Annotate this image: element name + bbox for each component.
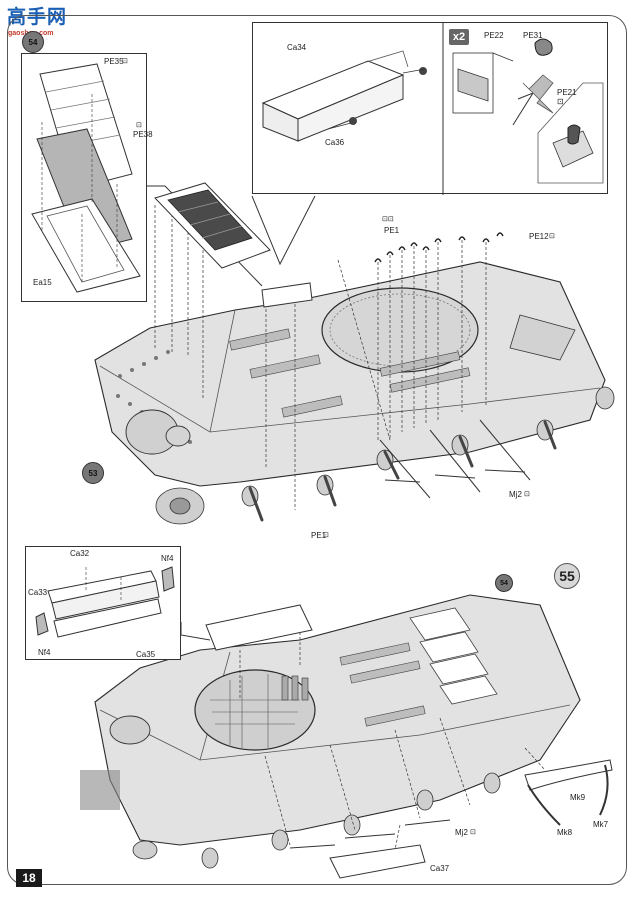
photo-etch-icon: ⊡: [549, 233, 555, 240]
photo-etch-icon: ⊡: [122, 58, 128, 65]
plastic-part-icon: ⊡: [470, 829, 476, 836]
upper-left-inset-drawing: [31, 63, 141, 293]
page-number: 18: [16, 869, 42, 887]
lower-left-inset-drawing: [35, 566, 175, 638]
label-ca33: Ca33: [28, 588, 48, 597]
upper-stowage-box: [261, 282, 313, 308]
label-ca36: Ca36: [325, 138, 345, 147]
upper-rails-mj2: [379, 419, 531, 499]
label-mk8: Mk8: [557, 828, 573, 837]
label-nf4-left: Nf4: [38, 648, 51, 657]
photo-etch-icon: ⊡: [323, 532, 329, 539]
label-mj2-upper: Mj2: [509, 490, 522, 499]
upper-hull: [94, 261, 615, 525]
label-pe1-top: PE1: [384, 226, 400, 235]
label-nf4-right: Nf4: [161, 554, 174, 563]
label-pe12: PE12: [529, 232, 549, 241]
label-pe1-bottom: PE1: [311, 531, 327, 540]
part-mk8: [527, 784, 561, 826]
part-mk9: [524, 759, 613, 791]
louver-cover: [154, 182, 271, 269]
photo-etch-icon: ⊡⊡: [382, 216, 394, 223]
multiplier-badge: x2: [449, 29, 469, 45]
label-pe21: PE21: [557, 88, 577, 97]
ref-step-54: 54: [495, 574, 513, 592]
lower-callout-line: [180, 622, 211, 641]
pe1-clips: [374, 232, 504, 263]
step-55-marker: 55: [554, 563, 580, 589]
right-callout-pointer: [251, 195, 316, 266]
plastic-part-icon: ⊡: [524, 491, 530, 498]
label-pe38: PE38: [133, 130, 153, 139]
label-ca34: Ca34: [287, 43, 307, 52]
lower-left-inset: [25, 546, 181, 660]
step-54-marker: 54: [22, 31, 44, 53]
label-ca35: Ca35: [136, 650, 156, 659]
label-mk9: Mk9: [570, 793, 586, 802]
page-frame: [7, 15, 627, 885]
lower-rails-mj2: [289, 819, 451, 849]
label-pe31: PE31: [523, 31, 543, 40]
label-pe22: PE22: [484, 31, 504, 40]
ref-step-53: 53: [82, 462, 104, 484]
upper-assembly-lines: [154, 205, 487, 510]
lower-stowage-box: [205, 604, 313, 651]
part-ca37: [329, 844, 426, 879]
upper-left-inset: [21, 53, 147, 302]
label-pe35: PE35: [104, 57, 124, 66]
photo-etch-icon: ⊡: [557, 97, 564, 106]
upper-right-inset-drawing: [261, 23, 604, 195]
label-mj2-lower: Mj2: [455, 828, 468, 837]
part-mk7: [599, 764, 609, 816]
lower-hull: [80, 594, 581, 869]
label-ca37: Ca37: [430, 864, 450, 873]
label-ea15: Ea15: [33, 278, 52, 287]
label-mk7: Mk7: [593, 820, 609, 829]
lower-assembly-lines: [239, 612, 546, 851]
upper-right-inset: [252, 22, 608, 195]
label-ca32: Ca32: [70, 549, 90, 558]
photo-etch-icon: ⊡: [136, 122, 142, 129]
